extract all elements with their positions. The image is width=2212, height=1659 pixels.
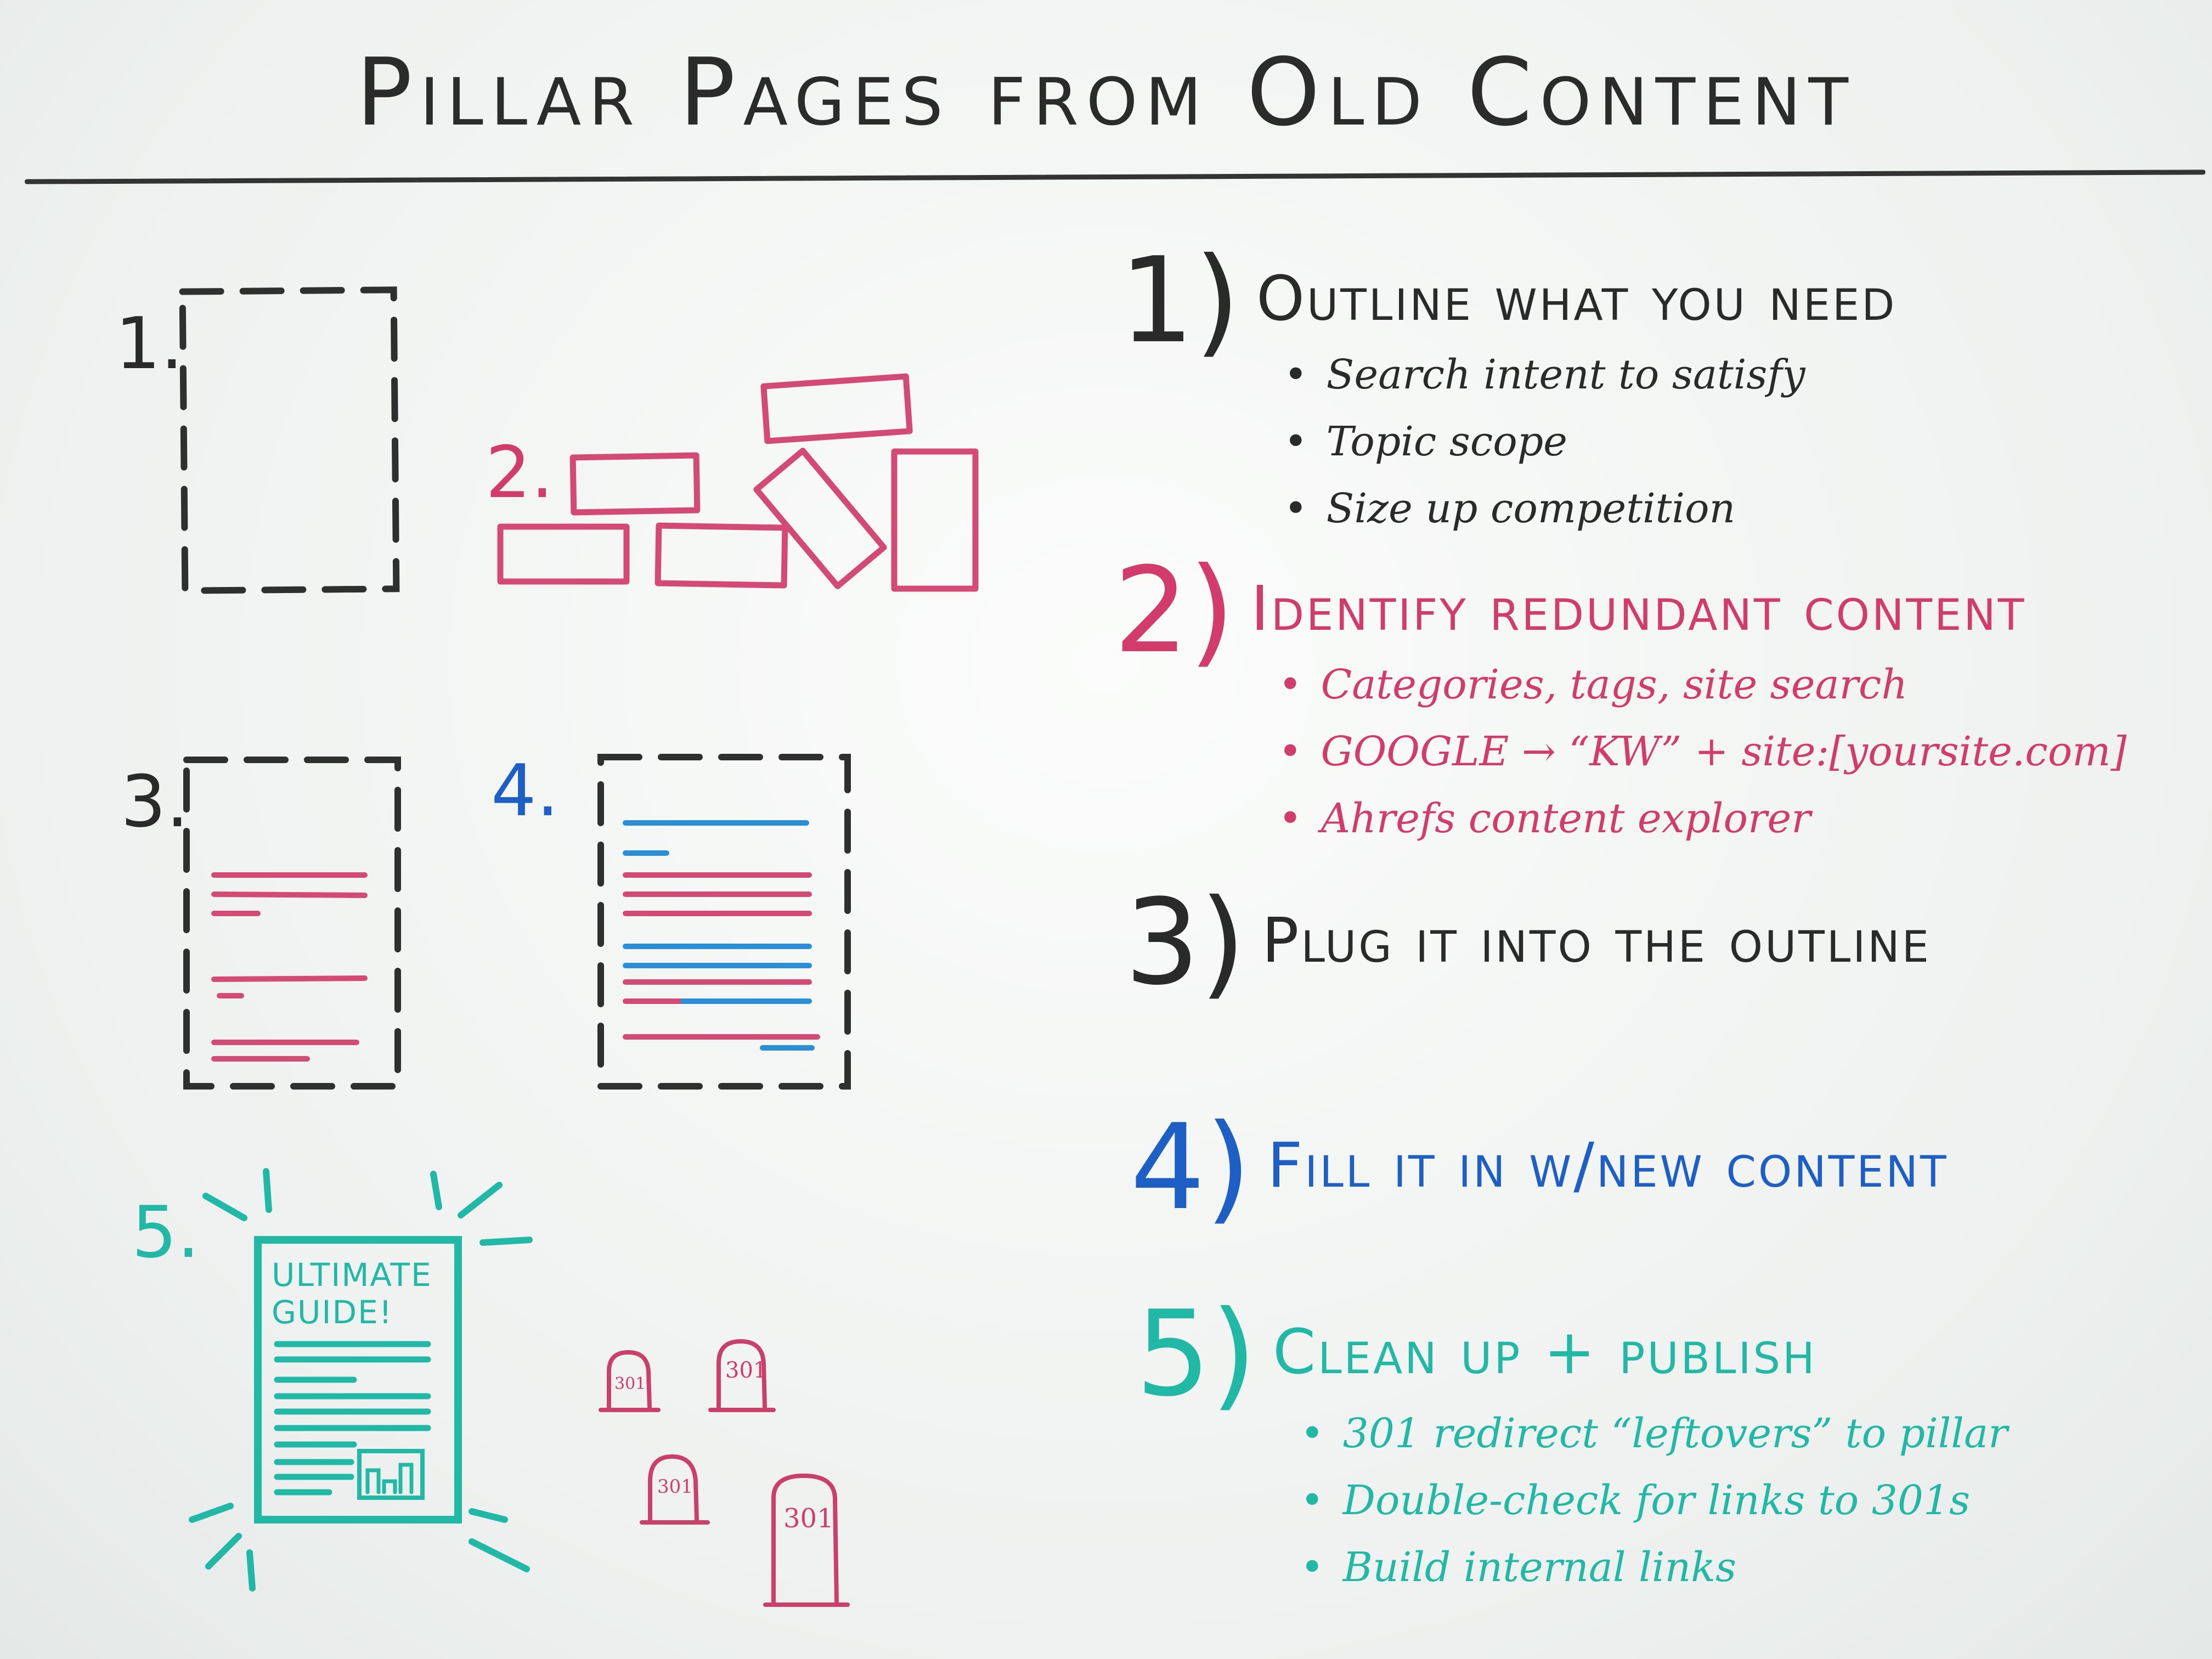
page-title: Pillar Pages from Old Content bbox=[356, 38, 1857, 147]
bullet-item: Ahrefs content explorer bbox=[1278, 795, 2126, 862]
bullet-item: Categories, tags, site search bbox=[1278, 661, 2126, 728]
step-bullets: 301 redirect “leftovers” to pillar Doubl… bbox=[1300, 1410, 2008, 1611]
figure-label-5: 5. bbox=[132, 1190, 200, 1274]
bullet-item: 301 redirect “leftovers” to pillar bbox=[1300, 1410, 2008, 1477]
step-heading: Fill it in w/new content bbox=[1267, 1130, 1949, 1201]
bullet-item: Size up competition bbox=[1284, 485, 1805, 552]
tombstone-label: 301 bbox=[657, 1476, 693, 1498]
scattered-content-blocks bbox=[497, 373, 979, 592]
guide-card-title: ULTIMATE GUIDE! bbox=[272, 1256, 432, 1331]
step-number: 3) bbox=[1125, 873, 1246, 1011]
step-bullets: Categories, tags, site search GOOGLE → “… bbox=[1278, 661, 2127, 862]
figure-label-3: 3. bbox=[121, 760, 189, 843]
bullet-item: Build internal links bbox=[1300, 1544, 2007, 1611]
bullet-item: Search intent to satisfy bbox=[1284, 351, 1805, 418]
outline-filled-with-new-content bbox=[597, 754, 851, 1090]
step-number: 1) bbox=[1119, 232, 1240, 369]
tombstone-label: 301 bbox=[614, 1374, 646, 1393]
step-heading: Identify redundant content bbox=[1251, 573, 2027, 645]
step-bullets: Search intent to satisfy Topic scope Siz… bbox=[1284, 351, 1805, 552]
figure-label-1: 1. bbox=[115, 302, 184, 385]
step-heading: Outline what you need bbox=[1256, 263, 1897, 335]
step-number: 2) bbox=[1114, 541, 1235, 679]
redirect-tombstones bbox=[599, 1339, 850, 1607]
step-heading: Plug it into the outline bbox=[1262, 905, 1931, 977]
bullet-item: Topic scope bbox=[1284, 418, 1805, 485]
tombstone-label: 301 bbox=[783, 1503, 834, 1534]
bullet-item: GOOGLE → “KW” + site:[yoursite.com] bbox=[1278, 728, 2127, 795]
step-number: 5) bbox=[1136, 1285, 1257, 1423]
ultimate-guide-card bbox=[189, 1168, 533, 1592]
guide-card-line2: GUIDE! bbox=[272, 1294, 393, 1331]
outline-with-old-content bbox=[183, 757, 401, 1090]
figure-label-4: 4. bbox=[491, 749, 560, 832]
bullet-item: Double-check for links to 301s bbox=[1300, 1477, 2007, 1544]
figure-label-2: 2. bbox=[486, 431, 554, 514]
guide-card-line1: ULTIMATE bbox=[272, 1256, 432, 1294]
step-heading: Clean up + publish bbox=[1273, 1317, 1817, 1388]
tombstone-label: 301 bbox=[725, 1358, 768, 1383]
empty-outline-page bbox=[179, 286, 400, 594]
step-number: 4) bbox=[1130, 1098, 1251, 1236]
